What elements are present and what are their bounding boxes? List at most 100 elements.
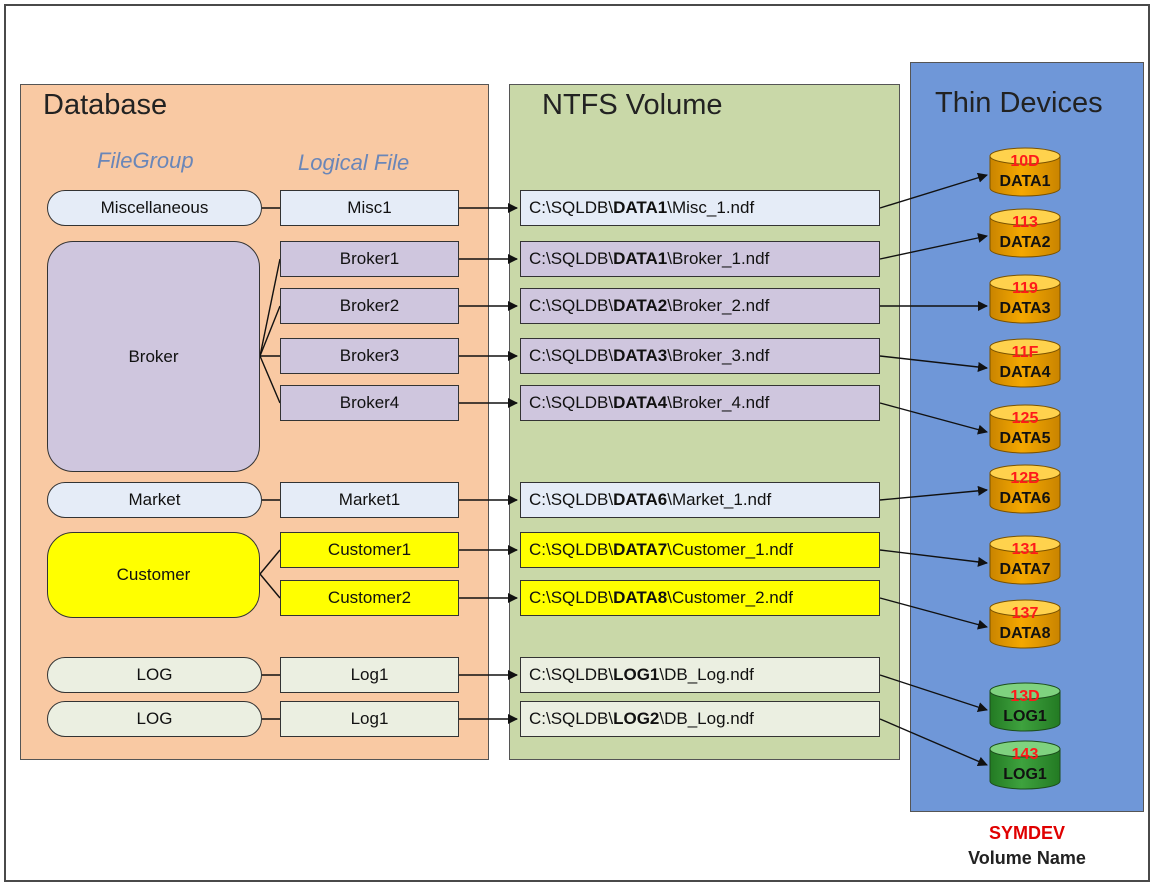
thin-device-6: 12B DATA6 <box>988 464 1062 514</box>
fg-link-cust2 <box>259 573 281 599</box>
volume-name: DATA2 <box>999 234 1051 251</box>
logical-file-customer1: Customer1 <box>280 532 459 568</box>
path-volume: DATA3 <box>613 346 668 365</box>
thin-device-1: 10D DATA1 <box>988 147 1062 197</box>
ntfs-path-4: C:\SQLDB\DATA3\Broker_3.ndf <box>520 338 880 374</box>
dev-arrow-6 <box>879 485 988 501</box>
dev-arrow-5 <box>879 402 988 435</box>
filegroup-broker: Broker <box>47 241 260 472</box>
symdev-id: 143 <box>1011 746 1039 763</box>
database-panel-title: Database <box>43 89 168 121</box>
path-volume: DATA2 <box>613 296 668 315</box>
dev-arrow-4 <box>879 355 988 372</box>
logical-file-misc1: Misc1 <box>280 190 459 226</box>
ntfs-path-6: C:\SQLDB\DATA6\Market_1.ndf <box>520 482 880 518</box>
filegroup-log-1: LOG <box>47 657 262 693</box>
path-file: \Broker_3.ndf <box>667 346 770 365</box>
logical-file-broker1: Broker1 <box>280 241 459 277</box>
ntfs-path-9: C:\SQLDB\LOG1\DB_Log.ndf <box>520 657 880 693</box>
filegroup-market: Market <box>47 482 262 518</box>
path-volume: LOG1 <box>613 665 660 684</box>
symdev-id: 125 <box>1011 410 1039 427</box>
path-volume: LOG2 <box>613 709 660 728</box>
cylinder-shape <box>989 208 1061 258</box>
logical-file-broker3: Broker3 <box>280 338 459 374</box>
path-prefix: C:\SQLDB\ <box>529 296 614 315</box>
ntfs-path-8: C:\SQLDB\DATA8\Customer_2.ndf <box>520 580 880 616</box>
fg-link-broker4 <box>259 355 281 404</box>
symdev-id: 11F <box>1011 344 1039 361</box>
cylinder-shape <box>989 404 1061 454</box>
diagram-frame <box>4 4 1150 882</box>
fg-link-cust1 <box>259 549 281 575</box>
path-volume: DATA8 <box>613 588 668 607</box>
path-volume: DATA6 <box>613 490 668 509</box>
logical-file-log1-a: Log1 <box>280 657 459 693</box>
path-volume: DATA4 <box>613 393 668 412</box>
path-file: \Broker_2.ndf <box>667 296 770 315</box>
cylinder-shape <box>989 338 1061 388</box>
symdev-id: 12B <box>1010 470 1040 487</box>
symdev-id: 10D <box>1010 153 1040 170</box>
path-file: \Broker_4.ndf <box>667 393 770 412</box>
path-file: \Broker_1.ndf <box>667 249 770 268</box>
volume-name: DATA8 <box>999 625 1051 642</box>
ntfs-path-2: C:\SQLDB\DATA1\Broker_1.ndf <box>520 241 880 277</box>
volume-name: DATA3 <box>999 300 1051 317</box>
path-volume: DATA1 <box>613 249 668 268</box>
cylinder-shape <box>989 274 1061 324</box>
symdev-id: 119 <box>1012 280 1038 297</box>
logical-file-broker2: Broker2 <box>280 288 459 324</box>
volume-name: DATA6 <box>999 490 1051 507</box>
path-prefix: C:\SQLDB\ <box>529 346 614 365</box>
ntfs-path-3: C:\SQLDB\DATA2\Broker_2.ndf <box>520 288 880 324</box>
thin-device-9: 13D LOG1 <box>988 682 1062 732</box>
logical-file-heading: Logical File <box>298 150 410 175</box>
cylinder-shape <box>989 599 1061 649</box>
path-volume: DATA7 <box>613 540 668 559</box>
filegroup-log-2: LOG <box>47 701 262 737</box>
symdev-id: 13D <box>1010 688 1040 705</box>
path-file: \DB_Log.ndf <box>659 665 754 684</box>
volume-name: DATA4 <box>999 364 1051 381</box>
path-file: \DB_Log.ndf <box>659 709 754 728</box>
path-file: \Customer_2.ndf <box>667 588 793 607</box>
path-file: \Misc_1.ndf <box>667 198 755 217</box>
path-file: \Market_1.ndf <box>667 490 772 509</box>
dev-arrow-9 <box>879 674 988 712</box>
volume-name: LOG1 <box>1003 708 1047 725</box>
logical-file-market1: Market1 <box>280 482 459 518</box>
path-prefix: C:\SQLDB\ <box>529 540 614 559</box>
dev-arrow-8 <box>879 597 988 630</box>
thin-device-4: 11F DATA4 <box>988 338 1062 388</box>
symdev-id: 137 <box>1011 605 1039 622</box>
dev-arrow-7 <box>879 549 988 567</box>
ntfs-path-7: C:\SQLDB\DATA7\Customer_1.ndf <box>520 532 880 568</box>
filegroup-miscellaneous: Miscellaneous <box>47 190 262 226</box>
logical-file-customer2: Customer2 <box>280 580 459 616</box>
volume-name: DATA7 <box>999 561 1051 578</box>
volume-name: LOG1 <box>1003 766 1047 783</box>
path-prefix: C:\SQLDB\ <box>529 588 614 607</box>
ntfs-volume-panel-title: NTFS Volume <box>542 89 723 121</box>
cylinder-shape <box>989 464 1061 514</box>
path-prefix: C:\SQLDB\ <box>529 490 614 509</box>
legend-symdev: SYMDEV <box>988 823 1066 843</box>
volume-name: DATA1 <box>999 173 1051 190</box>
path-file: \Customer_1.ndf <box>667 540 793 559</box>
dev-arrow-2 <box>879 233 988 260</box>
ntfs-path-1: C:\SQLDB\DATA1\Misc_1.ndf <box>520 190 880 226</box>
fg-link-broker1 <box>259 258 281 357</box>
filegroup-customer: Customer <box>47 532 260 618</box>
dev-arrow-10 <box>879 718 988 767</box>
path-prefix: C:\SQLDB\ <box>529 709 614 728</box>
volume-name: DATA5 <box>999 430 1051 447</box>
path-prefix: C:\SQLDB\ <box>529 249 614 268</box>
